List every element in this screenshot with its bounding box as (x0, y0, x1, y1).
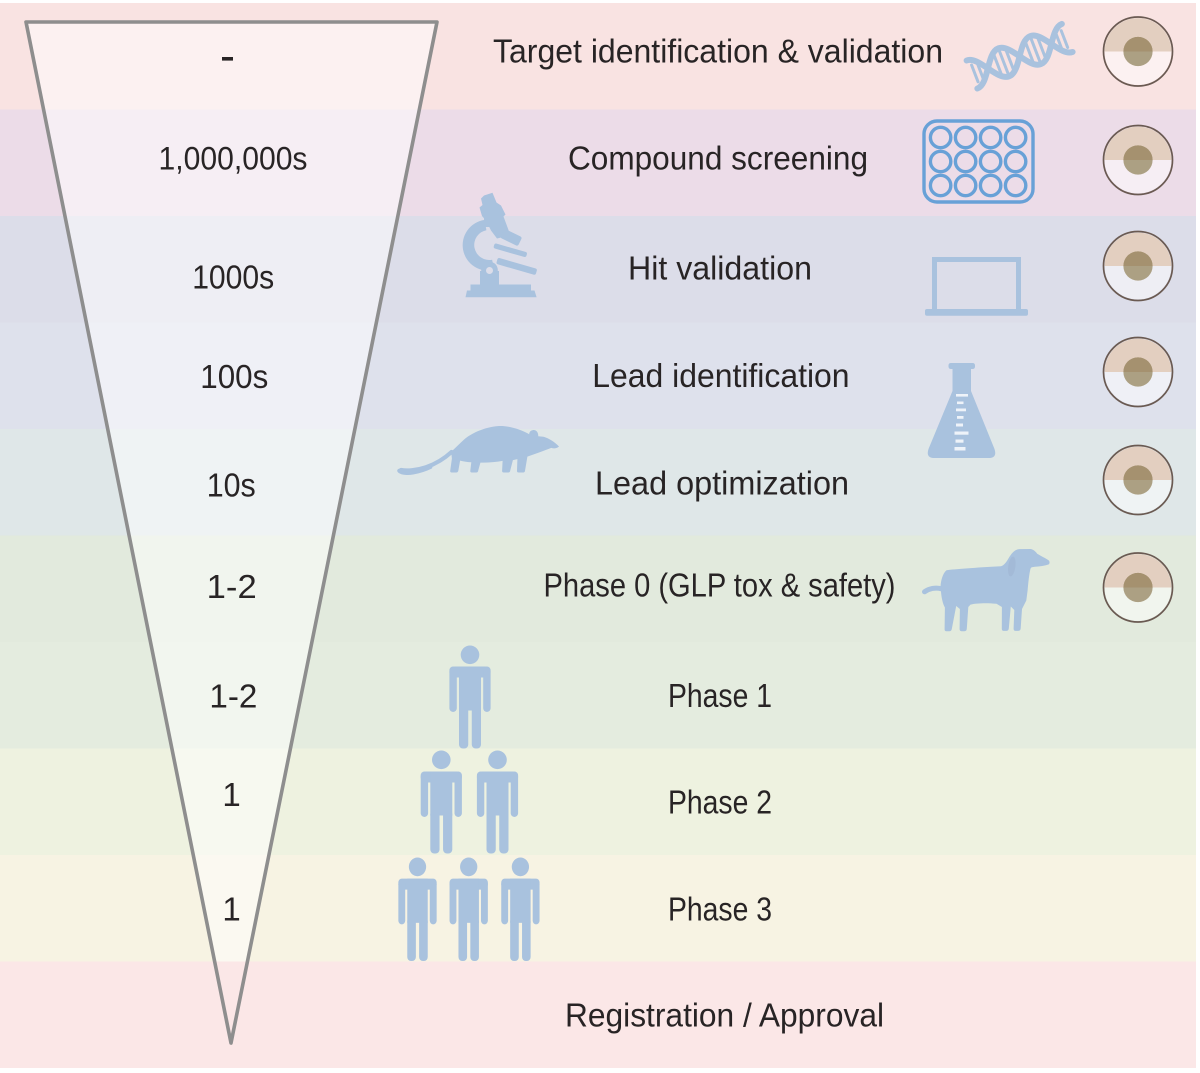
svg-text:1-2: 1-2 (209, 678, 257, 715)
svg-text:Compound screening: Compound screening (568, 140, 868, 177)
svg-text:1-2: 1-2 (207, 568, 257, 605)
svg-text:Target identification & valida: Target identification & validation (493, 32, 943, 69)
svg-text:Lead identification: Lead identification (592, 357, 849, 394)
svg-text:Phase 3: Phase 3 (668, 891, 772, 928)
svg-text:100s: 100s (200, 358, 268, 395)
svg-text:Registration / Approval: Registration / Approval (565, 997, 884, 1034)
svg-text:1000s: 1000s (192, 259, 274, 296)
svg-text:Phase 1: Phase 1 (668, 677, 772, 714)
svg-text:10s: 10s (207, 467, 256, 504)
svg-text:Hit validation: Hit validation (628, 249, 812, 286)
svg-text:Phase 2: Phase 2 (668, 784, 772, 821)
svg-text:1: 1 (222, 776, 240, 813)
svg-text:1: 1 (222, 891, 240, 928)
svg-text:Phase 0 (GLP tox & safety): Phase 0 (GLP tox & safety) (544, 567, 896, 604)
svg-text:Lead optimization: Lead optimization (595, 464, 849, 501)
svg-text:1,000,000s: 1,000,000s (159, 140, 308, 176)
